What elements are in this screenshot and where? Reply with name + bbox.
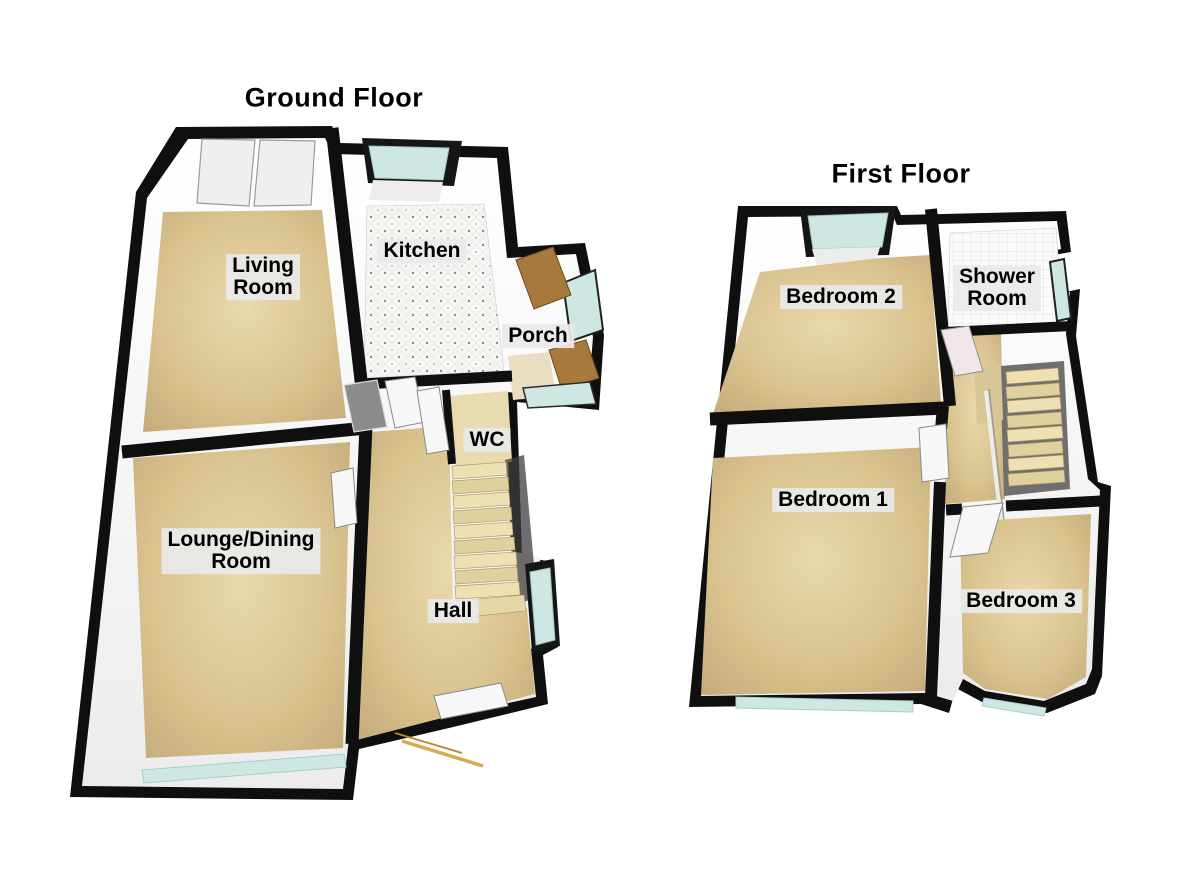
porch-door-upper bbox=[515, 246, 572, 310]
wardrobe-panel bbox=[196, 138, 256, 207]
lounge-window bbox=[141, 753, 347, 784]
room-label-hall: Hall bbox=[427, 599, 479, 623]
wardrobe-panel bbox=[253, 139, 316, 207]
front-door bbox=[433, 682, 509, 720]
bedroom1-door bbox=[918, 423, 950, 483]
ground-interior-walls bbox=[121, 127, 513, 745]
first-floor-title: First Floor bbox=[831, 158, 971, 189]
room-label-shower-room: Shower Room bbox=[953, 265, 1041, 311]
room-label-bedroom-2: Bedroom 2 bbox=[780, 285, 902, 309]
lounge-door bbox=[330, 467, 358, 529]
room-label-porch: Porch bbox=[502, 324, 574, 348]
first-floor-plan bbox=[689, 206, 1111, 717]
landing-window bbox=[1048, 257, 1073, 323]
kitchen-floor bbox=[363, 203, 505, 379]
door-light-streak bbox=[401, 739, 484, 768]
staircase-ground bbox=[451, 461, 527, 619]
bedroom3-window bbox=[981, 697, 1047, 717]
porch-window-lower bbox=[522, 381, 597, 409]
room-label-wc: WC bbox=[463, 428, 511, 452]
hall-bay-window bbox=[529, 567, 556, 646]
wc-door bbox=[416, 386, 450, 455]
kitchen-door-glazed bbox=[343, 379, 388, 433]
kitchen-window-sill bbox=[369, 180, 443, 202]
stair-handrail bbox=[988, 388, 1007, 539]
room-label-kitchen: Kitchen bbox=[377, 239, 467, 263]
kitchen-window bbox=[368, 145, 450, 181]
room-label-bedroom-3: Bedroom 3 bbox=[960, 589, 1082, 613]
staircase-first bbox=[1005, 367, 1066, 487]
bedroom1-window bbox=[735, 696, 914, 713]
shower-room-door bbox=[940, 325, 984, 377]
bedroom1-floor bbox=[701, 447, 931, 695]
porch-window bbox=[561, 268, 605, 343]
bedroom3-door bbox=[949, 502, 1004, 558]
room-label-living-room: Living Room bbox=[226, 254, 300, 300]
stair-handrail bbox=[984, 390, 1005, 541]
stair-winder bbox=[974, 365, 1003, 424]
ground-floor-plan bbox=[70, 126, 605, 800]
living-room-floor bbox=[143, 210, 346, 432]
bedroom2-window bbox=[807, 212, 889, 250]
room-label-bedroom-1: Bedroom 1 bbox=[772, 488, 894, 512]
hall-floor bbox=[357, 426, 535, 740]
door-light-streak bbox=[394, 732, 463, 754]
ground-floor-title: Ground Floor bbox=[244, 82, 424, 113]
lounge-dining-floor bbox=[133, 442, 350, 758]
room-label-lounge-dining: Lounge/Dining Room bbox=[161, 528, 321, 574]
